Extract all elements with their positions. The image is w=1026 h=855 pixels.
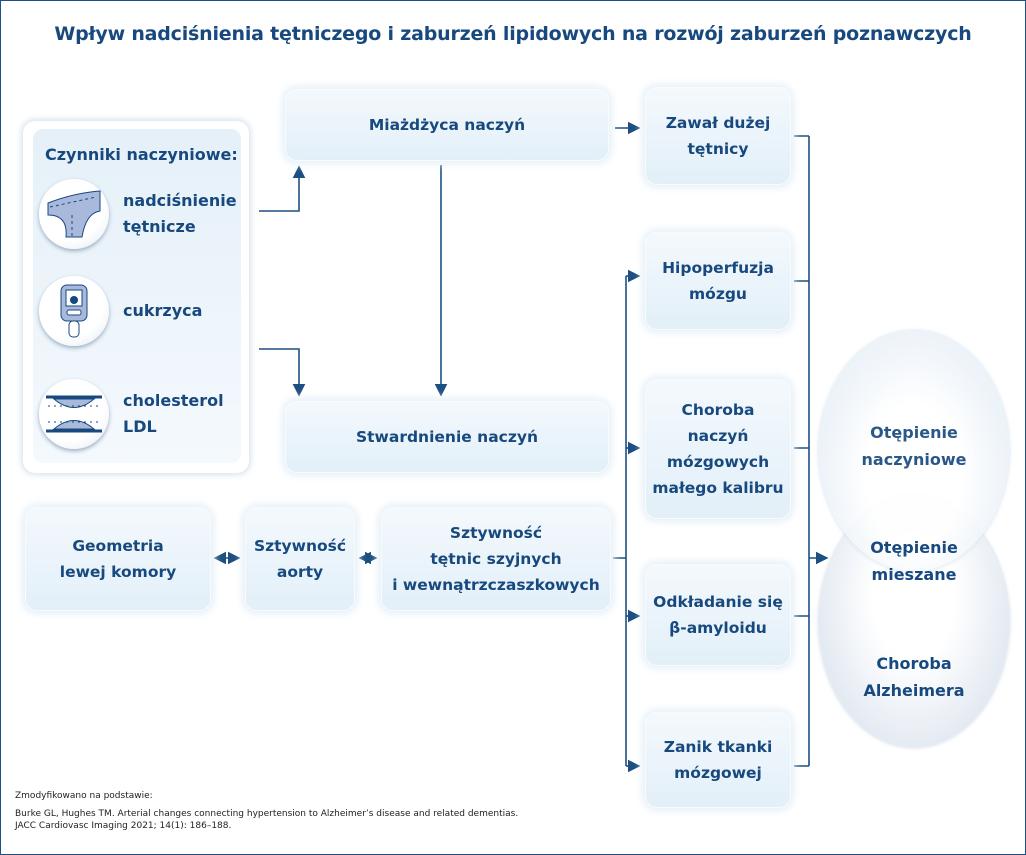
text-line: cholesterol [123, 391, 224, 410]
box-brain-atrophy: Zanik tkanki mózgowej [645, 712, 791, 808]
text-line: mózgowych [666, 453, 770, 471]
factor-diabetes: cukrzyca [39, 276, 202, 346]
box-amyloid-deposition: Odkładanie się β-amyloidu [645, 564, 791, 666]
box-artery-stiffness: Sztywność tętnic szyjnych i wewnątrzczaszk… [381, 507, 611, 611]
text-line: Odkładanie się [653, 593, 783, 611]
source-citation: Burke GL, Hughes TM. Arterial changes co… [15, 809, 519, 819]
text-line: Zanik tkanki [663, 738, 773, 756]
box-atherosclerosis: Miażdżyca naczyń [285, 89, 609, 161]
text-line: Miażdżyca naczyń [368, 116, 526, 134]
box-arteriosclerosis: Stwardnienie naczyń [285, 401, 609, 473]
text-line: LDL [123, 417, 157, 436]
factor-hypertension: nadciśnienie tętnicze [39, 179, 237, 249]
vascular-factors-panel: Czynniki naczyniowe: nadciśnienie tętnicz… [23, 121, 249, 473]
text-line: małego kalibru [652, 479, 784, 497]
text-line: naczyniowe [861, 450, 967, 469]
text-line: Hipoperfuzja [662, 259, 774, 277]
text-line: tętnicy [687, 140, 749, 158]
text-line: Sztywność [449, 524, 543, 542]
artery-icon [39, 179, 109, 249]
text-line: Otępienie [870, 423, 958, 442]
merge-line [794, 135, 810, 767]
text-line: Stwardnienie naczyń [355, 428, 539, 446]
glucometer-icon [39, 276, 109, 346]
outcome-vascular-dementia: Otępienie naczyniowe [819, 331, 1009, 571]
text-line: mózgu [689, 285, 747, 303]
arrow-hypertension-to-atherosclerosis [259, 165, 306, 212]
text-line: tętnicze [123, 217, 196, 236]
text-line: Choroba [681, 401, 755, 419]
source-journal: JACC Cardiovasc Imaging 2021; 14(1): 186… [15, 821, 232, 831]
text-line: naczyń [687, 427, 749, 445]
vascular-factors-heading: Czynniki naczyniowe: [45, 145, 238, 164]
text-line: Geometria [72, 537, 164, 555]
text-line: i wewnątrzczaszkowych [392, 576, 600, 594]
text-line: lewej komory [59, 563, 177, 581]
box-hypoperfusion: Hipoperfuzja mózgu [645, 232, 791, 330]
branch-line [613, 276, 627, 766]
source-label: Zmodyfikowano na podstawie: [15, 791, 153, 801]
text-line: Sztywność [253, 537, 347, 555]
text-line: Otępienie [870, 538, 958, 557]
text-line: Zawał dużej [665, 114, 771, 132]
outcome-mixed-dementia: Otępienie mieszane [829, 531, 999, 591]
text-line: nadciśnienie [123, 191, 237, 210]
diagram-title: Wpływ nadciśnienia tętniczego i zaburzeń… [54, 23, 972, 45]
text-line: β-amyloidu [669, 619, 767, 637]
box-lv-geometry: Geometria lewej komory [25, 507, 211, 611]
text-line: Alzheimera [863, 681, 965, 700]
box-small-vessel-disease: Choroba naczyń mózgowych małego kalibru [645, 379, 791, 519]
text-line: mieszane [871, 565, 957, 584]
arrow-diabetes-to-arteriosclerosis [259, 348, 306, 397]
text-line: tętnic szyjnych [430, 550, 562, 568]
cholesterol-vessel-icon [39, 379, 109, 449]
text-line: aorty [276, 563, 324, 581]
text-line: mózgowej [674, 764, 762, 782]
text-line: cukrzyca [123, 301, 203, 320]
text-line: Choroba [876, 654, 952, 673]
box-aortic-stiffness: Sztywność aorty [245, 507, 355, 611]
box-large-artery-infarct: Zawał dużej tętnicy [645, 87, 791, 185]
